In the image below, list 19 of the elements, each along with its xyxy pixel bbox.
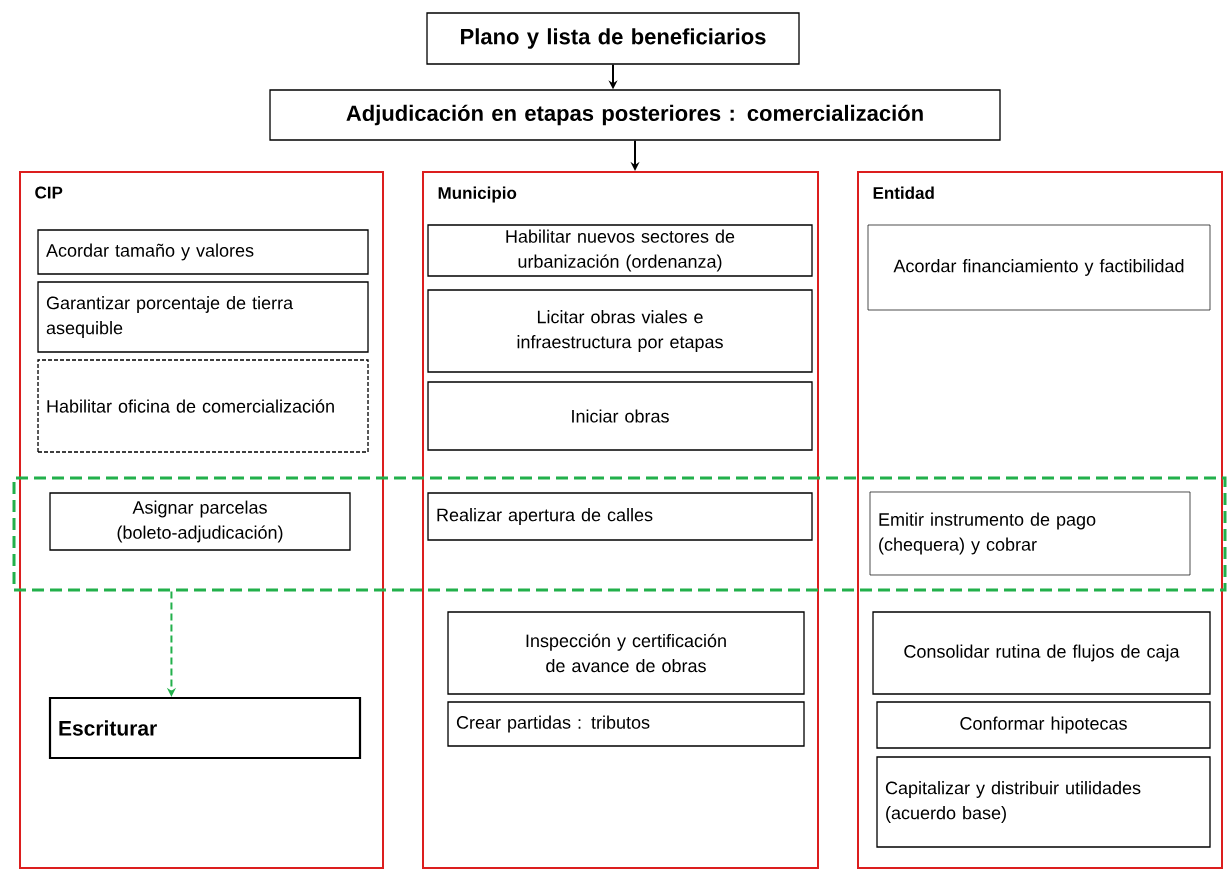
title-box: Adjudicación en etapas posteriores : comercialización [269,89,1001,141]
task-box: Licitar obras viales e infraestructura por etapas [427,289,813,373]
task-box: Escriturar [48,696,362,760]
task-box: Acordar tamaño y valores [37,229,369,275]
task-box: Crear partidas : tributos [447,701,805,747]
task-box: Realizar apertura de calles [427,492,813,541]
task-box: Asignar parcelas (boleto-adjudicación) [49,492,351,551]
title-box: Plano y lista de beneficiarios [426,12,800,65]
task-box: Conformar hipotecas [876,701,1211,749]
task-box: Iniciar obras [427,381,813,451]
dashed-band [12,476,1227,592]
task-box: Consolidar rutina de flujos de caja [872,611,1211,695]
task-box: Capitalizar y distribuir utilidades (acuerdo base) [876,756,1211,848]
task-box: Habilitar oficina de comercialización [37,359,369,453]
task-box: Emitir instrumento de pago (chequera) y cobrar [869,491,1191,576]
task-box: Garantizar porcentaje de tierra asequible [37,281,369,353]
task-box: Inspección y certificación de avance de obras [447,611,805,695]
task-box: Acordar financiamiento y factibilidad [867,224,1211,311]
task-box: Habilitar nuevos sectores de urbanización (ordenanza) [427,224,813,277]
